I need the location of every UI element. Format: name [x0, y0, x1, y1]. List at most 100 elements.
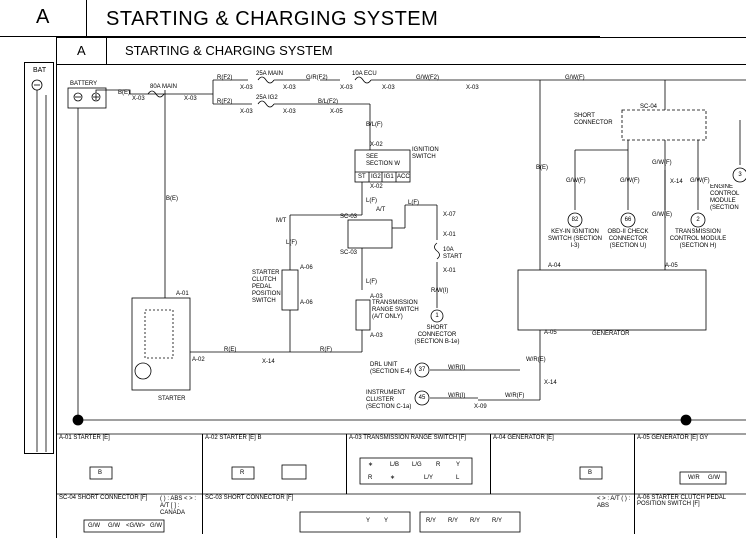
conn-x09: X-09 — [474, 404, 487, 410]
conn-view-a05: A-05 GENERATOR [E] GY — [634, 434, 746, 494]
header-divider — [106, 38, 107, 64]
wire-l-f: L(F) — [366, 198, 377, 204]
page-title: STARTING & CHARGING SYSTEM — [125, 43, 333, 58]
conn-a02: A-02 — [192, 357, 205, 363]
conn-a05-2: A-05 — [544, 330, 557, 336]
wire-r-e: R(E) — [224, 347, 237, 353]
conn-sc03-2: SC-03 — [340, 250, 358, 256]
fuse-25a-main: 25A MAIN — [256, 71, 284, 77]
ign-terminal-ig2: IG2 — [371, 174, 381, 180]
conn-a01: A-01 — [176, 291, 189, 297]
conn-view-title: A-01 STARTER [E] — [59, 435, 110, 441]
conn-view-title: A-05 GENERATOR [E] GY — [637, 435, 709, 441]
wire-r-f2-top: R(F2) — [217, 75, 233, 81]
conn-x07: X-07 — [443, 212, 456, 218]
conn-x03-7: X-03 — [466, 85, 479, 91]
wire-l-f-mt: L(F) — [286, 240, 297, 246]
section-letter: A — [77, 43, 86, 58]
conn-x03-1: X-03 — [132, 96, 145, 102]
conn-x03-8: X-03 — [240, 109, 253, 115]
ref-text-37: DRL UNIT (SECTION E-4) — [370, 362, 412, 375]
wire-b-e-gen: B(E) — [536, 165, 548, 171]
conn-x14-3: X-14 — [544, 380, 557, 386]
wire-w-r-i: W/R(I) — [448, 365, 466, 371]
pin-sc03-3: R/Y — [426, 518, 437, 524]
conn-view-a02: A-02 STARTER [E] B — [202, 434, 347, 494]
conn-view-sc04: SC-04 SHORT CONNECTOR [F] ( ) : ABS < > … — [56, 494, 203, 534]
conn-view-sc03: SC-03 SHORT CONNECTOR [F] < > : A/T ( ) … — [202, 494, 635, 534]
ref-text-82: KEY-IN IGNITION SWITCH (SECTION I-3) — [548, 229, 602, 249]
pin-a03-6: R — [368, 475, 373, 481]
conn-x14-2: X-14 — [670, 179, 683, 185]
fuse-80a-main: 80A MAIN — [150, 84, 178, 90]
back-page-header: A STARTING & CHARGING SYSTEM — [0, 0, 600, 37]
wire-r-f: R(F) — [320, 347, 332, 353]
ref-num-2: 2 — [696, 217, 700, 223]
pin-sc03-5: R/Y — [470, 518, 481, 524]
ref-text-3: ENGINE CONTROL MODULE (SECTION — [710, 184, 740, 211]
conn-a03-2: A-03 — [370, 333, 383, 339]
ref-num-3: 3 — [738, 172, 742, 178]
pin-a04-b: B — [588, 470, 593, 476]
conn-view-title: A-02 STARTER [E] B — [205, 435, 262, 441]
ign-terminal-acc: ACC — [397, 174, 410, 180]
fuse-25a-ig2: 25A IG2 — [256, 95, 278, 101]
conn-view-legend: ( ) : ABS < > : A/T [ ] : CANADA — [160, 496, 197, 516]
wire-w-r-f: W/R(F) — [505, 393, 525, 399]
conn-x14-1: X-14 — [262, 359, 275, 365]
pin-a03-8: L/Y — [424, 475, 434, 481]
wire-g-w-f-1: G/W(F) — [566, 178, 586, 184]
fuse-10a-start: 10A START — [443, 247, 463, 260]
conn-x03-3: X-03 — [240, 85, 253, 91]
ref-num-37: 37 — [418, 367, 426, 373]
ref-text-66: OBD-II CHECK CONNECTOR (SECTION U) — [607, 229, 649, 249]
conn-x05: X-05 — [330, 109, 343, 115]
ref-text-1: SHORT CONNECTOR (SECTION B-1e) — [414, 325, 460, 345]
wire-r-f2: R(F2) — [217, 99, 233, 105]
pin-sc04-3: <G/W> — [126, 523, 146, 529]
pin-a03-3: L/G — [412, 462, 422, 468]
starter-label: STARTER — [158, 396, 186, 402]
pin-a03-4: R — [436, 462, 441, 468]
wire-w-r-i-2: W/R(I) — [448, 393, 466, 399]
wire-g-w-f: G/W(F) — [565, 75, 585, 81]
generator-label: GENERATOR — [592, 331, 630, 337]
wire-g-w-e: G/W(E) — [652, 212, 672, 218]
conn-view-title: SC-03 SHORT CONNECTOR [F] — [205, 495, 294, 501]
tr-switch-label: TRANSMISSION RANGE SWITCH (A/T ONLY) — [372, 300, 419, 320]
ign-terminal-st: ST — [358, 174, 366, 180]
conn-view-a04: A-04 GENERATOR [E] — [490, 434, 635, 494]
pin-sc04-1: G/W — [88, 523, 100, 529]
wire-g-r-f2: G/R(F2) — [306, 75, 328, 81]
ignition-switch-label: IGNITION SWITCH — [412, 147, 439, 160]
wire-l-f-start: L(F) — [408, 200, 419, 206]
conn-x03-2: X-03 — [184, 96, 197, 102]
back-side-label: BAT — [33, 67, 47, 74]
wire-at: A/T — [376, 207, 386, 213]
pin-a01-b: B — [98, 470, 103, 476]
wire-r-w-i: R/W(I) — [431, 288, 449, 294]
conn-x03-4: X-03 — [283, 85, 296, 91]
conn-x02-1: X-02 — [370, 142, 383, 148]
pin-sc03-6: R/Y — [492, 518, 503, 524]
wire-g-w-f2: G/W(F2) — [416, 75, 439, 81]
wire-mt: M/T — [276, 218, 287, 224]
pin-sc03-1: Y — [366, 518, 371, 524]
conn-a03-1: A-03 — [370, 294, 383, 300]
conn-a06-2: A-06 — [300, 300, 313, 306]
clutch-switch-label: STARTER CLUTCH PEDAL POSITION SWITCH — [252, 270, 281, 304]
conn-a06-1: A-06 — [300, 265, 313, 271]
conn-a05-1: A-05 — [665, 263, 678, 269]
ref-num-45: 45 — [418, 395, 426, 401]
conn-x03-9: X-03 — [283, 109, 296, 115]
conn-x03-5: X-03 — [340, 85, 353, 91]
see-section-label: SEE SECTION W — [366, 154, 400, 167]
conn-view-a06: A-06 STARTER CLUTCH PEDAL POSITION SWITC… — [634, 494, 746, 534]
conn-view-title: A-06 STARTER CLUTCH PEDAL POSITION SWITC… — [637, 495, 726, 507]
conn-view-title: SC-04 SHORT CONNECTOR [F] — [59, 495, 148, 501]
ref-num-66: 66 — [624, 217, 632, 223]
conn-x02-2: X-02 — [370, 184, 383, 190]
conn-x01-1: X-01 — [443, 232, 456, 238]
pin-a03-2: L/B — [390, 462, 400, 468]
